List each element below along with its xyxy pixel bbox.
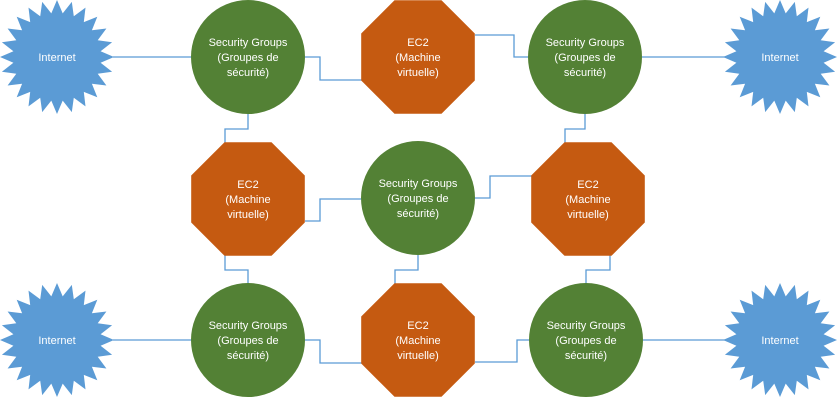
connector-ec2-bot-sg-br (475, 339, 529, 363)
ec2-octagon (361, 283, 475, 397)
node-label-line: Security Groups (209, 320, 288, 332)
node-label-line: Security Groups (547, 320, 626, 332)
ec2-mr-node: EC2 (Machine virtuelle) (531, 142, 645, 256)
connector-ec2-ml-sg-bl (224, 255, 249, 283)
connector-sg-tl-ec2-ml (224, 114, 249, 143)
node-label-line: Internet (761, 52, 798, 64)
node-label-line: (Groupes de (387, 193, 448, 205)
node-label-line: Security Groups (209, 37, 288, 49)
ec2-octagon (191, 142, 305, 256)
node-label-line: (Groupes de (554, 52, 615, 64)
ec2-ml-node: EC2 (Machine virtuelle) (191, 142, 305, 256)
node-label-line: (Machine (565, 194, 610, 206)
node-label-line: sécurité) (227, 67, 269, 79)
connector-sg-tr-ec2-mr (564, 114, 586, 143)
internet-cloud-icon (723, 283, 837, 397)
security-group-circle (528, 0, 642, 114)
ec2-top-node: EC2 (Machine virtuelle) (361, 0, 475, 114)
node-label-line: virtuelle) (397, 350, 439, 362)
node-label-line: EC2 (407, 320, 428, 332)
node-label-line: EC2 (407, 37, 428, 49)
internet-tl-node: Internet (0, 0, 114, 114)
node-label-line: virtuelle) (227, 209, 269, 221)
ec2-octagon (531, 142, 645, 256)
ec2-bot-node: EC2 (Machine virtuelle) (361, 283, 475, 397)
node-label-line: EC2 (577, 179, 598, 191)
node-label-line: Internet (38, 335, 75, 347)
connector-ec2-mr-sg-br (585, 255, 611, 283)
node-label-line: EC2 (237, 179, 258, 191)
connector-sg-mid-ec2-bot (394, 255, 419, 284)
node-label-line: virtuelle) (397, 67, 439, 79)
node-label-line: sécurité) (397, 208, 439, 220)
connector-sg-mid-ec2-mr (475, 175, 532, 199)
node-label-line: virtuelle) (567, 209, 609, 221)
connector-sg-tl-ec2-top (305, 56, 362, 81)
internet-bl-node: Internet (0, 283, 114, 397)
node-label-line: sécurité) (564, 67, 606, 79)
node-label-line: (Groupes de (217, 335, 278, 347)
security-group-circle (191, 283, 305, 397)
node-label-line: (Machine (395, 52, 440, 64)
ec2-octagon (361, 0, 475, 114)
internet-cloud-icon (0, 283, 114, 397)
node-label-line: Security Groups (546, 37, 625, 49)
connector-sg-bl-ec2-bot (305, 339, 362, 364)
node-label-line: Internet (761, 335, 798, 347)
node-label-line: sécurité) (565, 350, 607, 362)
node-label-line: (Groupes de (217, 52, 278, 64)
connector-ec2-top-sg-tr (475, 34, 528, 58)
security-group-circle (361, 141, 475, 255)
sg-bl-node: Security Groups (Groupes de sécurité) (191, 283, 305, 397)
node-label-line: sécurité) (227, 350, 269, 362)
sg-br-node: Security Groups (Groupes de sécurité) (529, 283, 643, 397)
internet-cloud-icon (723, 0, 837, 114)
security-group-circle (191, 0, 305, 114)
internet-cloud-icon (0, 0, 114, 114)
connectors (113, 34, 726, 364)
node-label-line: (Groupes de (555, 335, 616, 347)
node-label-line: Internet (38, 52, 75, 64)
node-label-line: (Machine (225, 194, 270, 206)
connector-ec2-ml-sg-mid (305, 198, 361, 222)
node-label-line: (Machine (395, 335, 440, 347)
security-group-circle (529, 283, 643, 397)
sg-tl-node: Security Groups (Groupes de sécurité) (191, 0, 305, 114)
sg-mid-node: Security Groups (Groupes de sécurité) (361, 141, 475, 255)
node-label-line: Security Groups (379, 178, 458, 190)
internet-tr-node: Internet (723, 0, 837, 114)
internet-br-node: Internet (723, 283, 837, 397)
sg-tr-node: Security Groups (Groupes de sécurité) (528, 0, 642, 114)
